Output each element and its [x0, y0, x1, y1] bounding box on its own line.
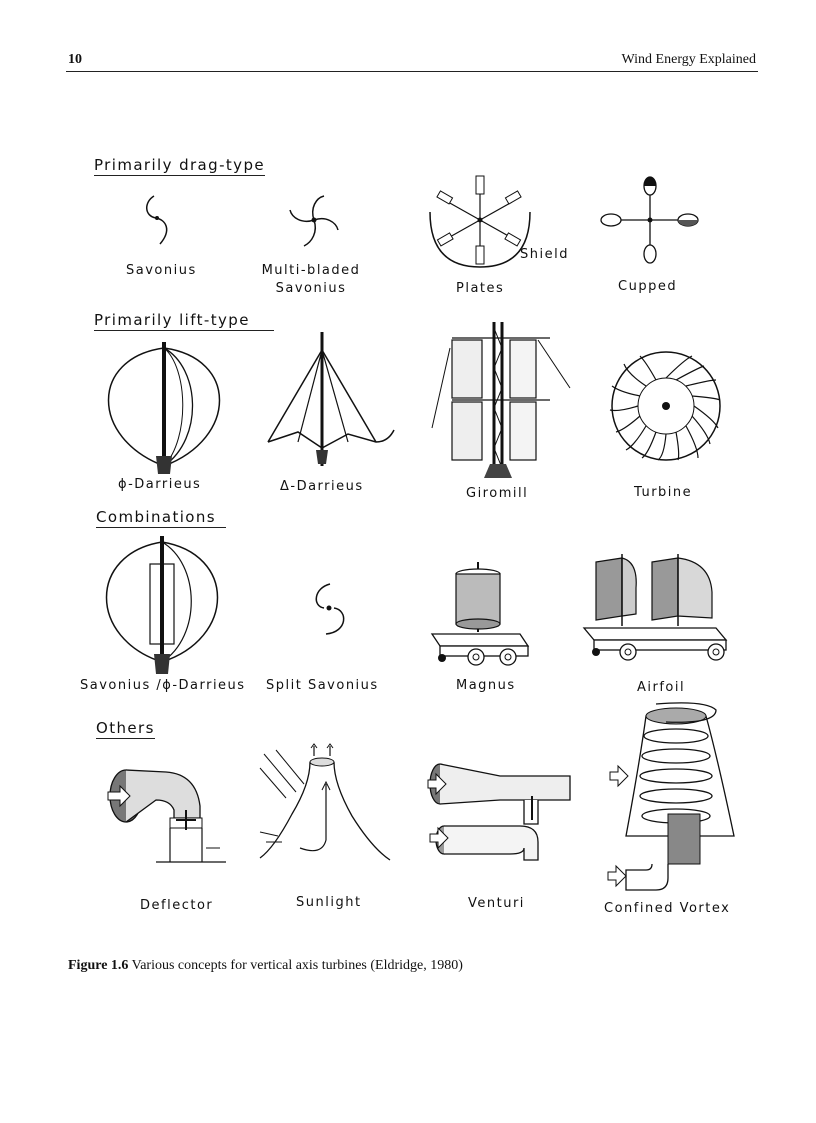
venturi-diagram	[427, 763, 571, 861]
confined-vortex-diagram	[607, 702, 735, 891]
savonius-darrieus-label: Savonius /ϕ-Darrieus	[80, 678, 246, 693]
plates-label: Plates	[456, 281, 505, 296]
figure-caption: Figure 1.6 Various concepts for vertical…	[68, 958, 463, 974]
sunlight-diagram	[259, 743, 391, 861]
multi-bladed-line2: Savonius	[275, 281, 347, 296]
deflector-diagram	[107, 769, 226, 863]
airfoil-label: Airfoil	[637, 680, 686, 695]
phi-darrieus-diagram	[107, 342, 221, 474]
delta-darrieus-label: Δ-Darrieus	[280, 479, 364, 494]
giromill-diagram	[431, 322, 571, 478]
airfoil-diagram	[582, 554, 728, 661]
multi-bladed-savonius-label: Multi-bladed Savonius	[256, 262, 366, 298]
page-number: 10	[68, 52, 82, 67]
sunlight-label: Sunlight	[296, 895, 362, 910]
turbine-diagram	[609, 351, 721, 461]
magnus-label: Magnus	[456, 678, 516, 693]
split-savonius-diagram	[315, 583, 345, 635]
section-heading-drag: Primarily drag-type	[94, 156, 265, 176]
savonius-diagram	[146, 195, 168, 245]
delta-darrieus-diagram	[267, 332, 395, 466]
cupped-label: Cupped	[618, 279, 678, 294]
multi-bladed-line1: Multi-bladed	[261, 263, 361, 278]
savonius-darrieus-diagram	[105, 536, 219, 674]
venturi-label: Venturi	[468, 896, 525, 911]
phi-darrieus-label: ϕ-Darrieus	[118, 477, 202, 492]
shield-label: Shield	[520, 247, 569, 262]
running-title: Wind Energy Explained	[621, 52, 756, 67]
confined-vortex-label: Confined Vortex	[604, 901, 731, 916]
savonius-label: Savonius	[126, 263, 197, 278]
figure-caption-text: Various concepts for vertical axis turbi…	[128, 958, 463, 973]
magnus-diagram	[430, 562, 530, 666]
section-heading-lift: Primarily lift-type	[94, 311, 274, 331]
plates-diagram	[429, 175, 531, 268]
figure-caption-label: Figure 1.6	[68, 958, 129, 973]
giromill-label: Giromill	[466, 486, 529, 501]
cupped-diagram	[600, 176, 699, 264]
deflector-label: Deflector	[140, 898, 214, 913]
split-savonius-label: Split Savonius	[266, 678, 379, 693]
multi-bladed-savonius-diagram	[289, 195, 339, 247]
section-heading-others: Others	[96, 719, 155, 739]
section-heading-combinations: Combinations	[96, 508, 226, 528]
turbine-label: Turbine	[634, 485, 693, 500]
header-rule	[66, 71, 758, 72]
